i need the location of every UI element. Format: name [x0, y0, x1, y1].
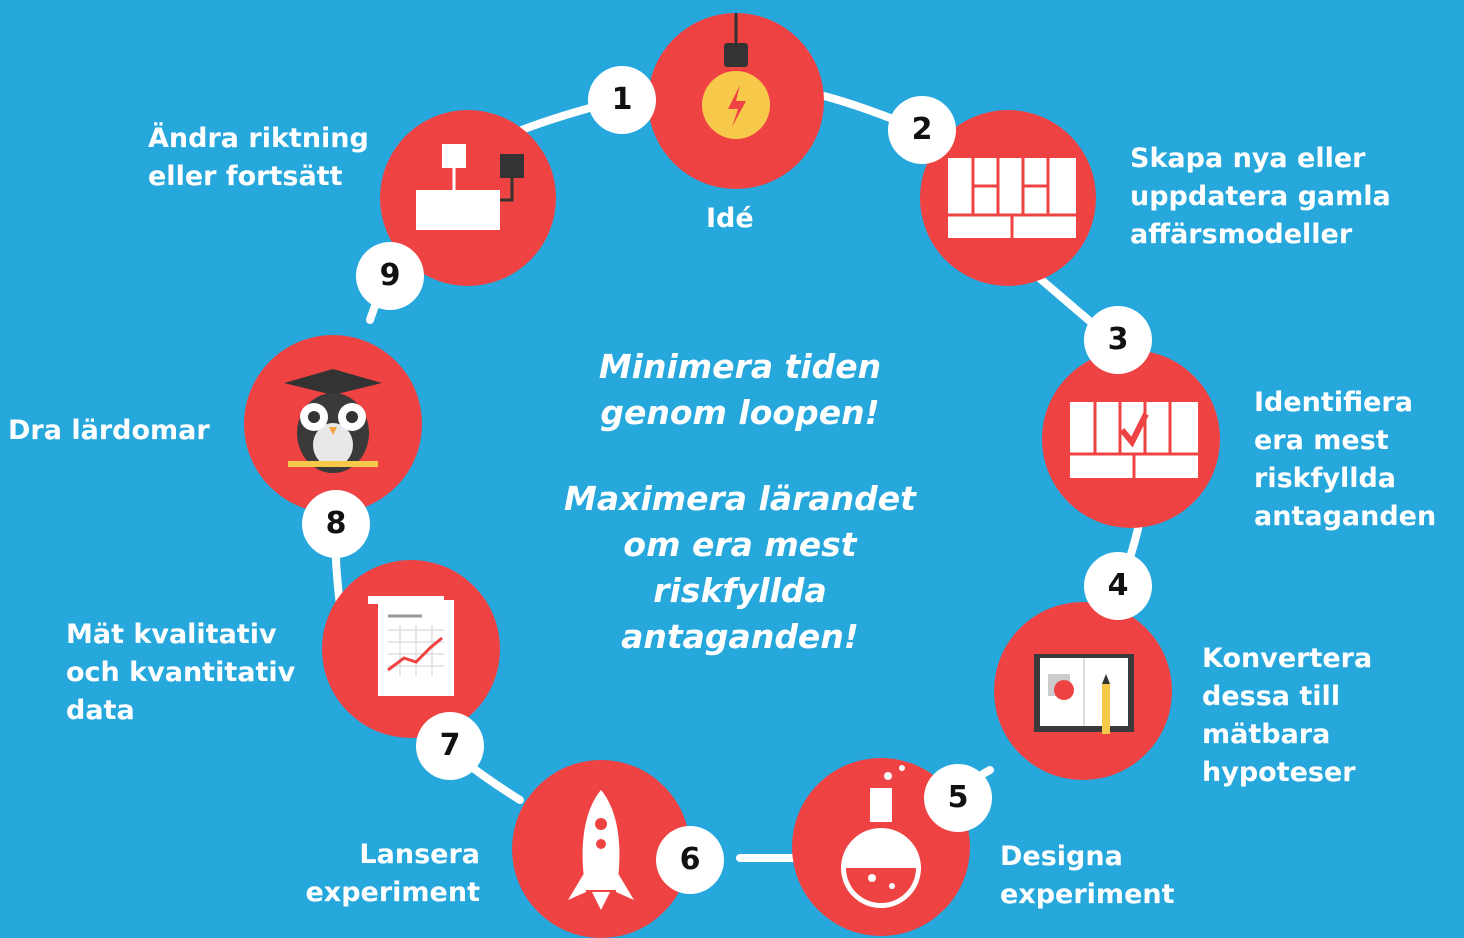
owl-icon: [284, 369, 382, 473]
notebook-pencil-icon: [1034, 654, 1134, 734]
center-line-5: riskfyllda: [653, 571, 827, 610]
center-line-2: genom loopen!: [600, 393, 880, 432]
rocket-icon: [568, 790, 634, 910]
step-5-node: [792, 758, 970, 936]
center-line-3: Maximera lärandet: [564, 479, 916, 518]
business-model-canvas-icon: [948, 158, 1076, 238]
step-5-badge: 5: [924, 764, 992, 832]
step-7-node: [322, 560, 500, 738]
center-line-4: om era mest: [623, 525, 857, 564]
step-6-badge: 6: [656, 826, 724, 894]
step-1-node: [648, 13, 824, 189]
step-1-label: Idé: [706, 203, 754, 234]
step-5-label: Designa experiment: [1000, 841, 1175, 910]
step-4-label: Konvertera dessa till mätbara hypoteser: [1202, 643, 1373, 788]
step-8-badge: 8: [302, 490, 370, 558]
step-6-label: Lansera experiment: [305, 839, 480, 908]
step-8-label: Dra lärdomar: [8, 415, 210, 446]
step-1-badge: 1: [588, 66, 656, 134]
flask-icon: [841, 765, 921, 908]
step-9-label: Ändra riktning eller fortsätt: [148, 123, 369, 192]
step-3-node: [1042, 350, 1220, 528]
step-2-label: Skapa nya eller uppdatera gamla affärsmo…: [1130, 143, 1391, 250]
step-8-node: [244, 335, 422, 513]
step-7-badge: 7: [416, 712, 484, 780]
step-7-label: Mät kvalitativ och kvantitativ data: [66, 619, 296, 726]
lightbulb-icon: [702, 13, 770, 139]
chart-document-icon: [368, 596, 454, 696]
center-line-6: antaganden!: [621, 617, 859, 656]
step-2-badge: 2: [888, 96, 956, 164]
step-3-badge: 3: [1084, 306, 1152, 374]
flowchart-icon: [416, 144, 524, 230]
step-4-badge: 4: [1084, 552, 1152, 620]
canvas-checkmark-icon: [1070, 402, 1198, 478]
center-message: Minimera tiden genom loopen! Maximera lä…: [520, 344, 960, 660]
step-9-badge: 9: [356, 242, 424, 310]
center-line-1: Minimera tiden: [598, 347, 882, 386]
step-3-label: Identifiera era mest riskfyllda antagand…: [1254, 387, 1437, 532]
step-4-node: [994, 602, 1172, 780]
